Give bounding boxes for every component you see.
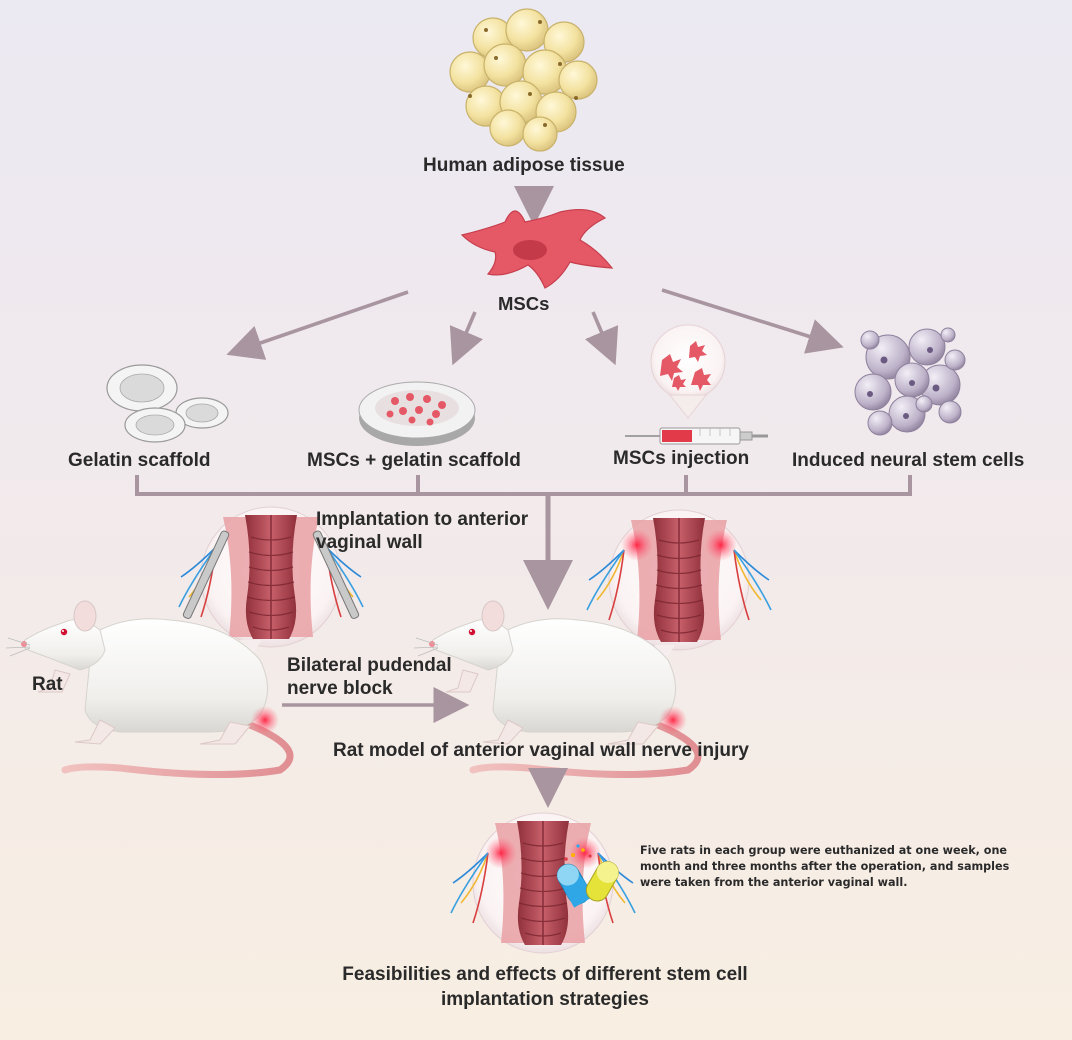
group-bracket — [135, 475, 912, 610]
vaginal-section-icon-bottom — [450, 812, 636, 954]
capsule-icon — [556, 844, 619, 908]
label-feasibility-line-2: implantation strategies — [441, 988, 649, 1010]
label-adipose-tissue: Human adipose tissue — [423, 155, 625, 176]
label-rat: Rat — [32, 674, 63, 695]
methods-note: Five rats in each group were euthanized … — [640, 844, 1010, 890]
label-implantation-line-1: Implantation to anterior — [316, 509, 529, 530]
label-neural-stem-cells: Induced neural stem cells — [792, 450, 1025, 471]
label-mscs-gelatin-scaffold: MSCs + gelatin scaffold — [307, 450, 521, 471]
label-implantation: Implantation to anterior vaginal wall — [316, 508, 528, 554]
label-implantation-line-2: vaginal wall — [316, 532, 423, 554]
msc-branch-arrows — [226, 288, 844, 366]
seeded-scaffold-icon — [358, 381, 476, 446]
label-feasibility: Feasibilities and effects of different s… — [320, 963, 770, 1012]
label-gelatin-scaffold: Gelatin scaffold — [68, 450, 211, 471]
msc-cell-icon — [460, 208, 614, 289]
label-nerve-block: Bilateral pudendal nerve block — [287, 654, 452, 700]
label-nerve-block-line-1: Bilateral pudendal — [287, 655, 452, 676]
syringe-icon — [625, 324, 768, 445]
adipose-cluster-icon — [449, 8, 598, 152]
neural-sphere-icon — [854, 327, 966, 436]
label-nerve-block-line-2: nerve block — [287, 678, 393, 700]
label-mscs-injection: MSCs injection — [613, 448, 750, 469]
label-mscs: MSCs — [498, 293, 550, 314]
gelatin-scaffold-icon — [106, 364, 229, 443]
label-feasibility-line-1: Feasibilities and effects of different s… — [342, 964, 748, 985]
label-rat-model: Rat model of anterior vaginal wall nerve… — [333, 740, 749, 761]
